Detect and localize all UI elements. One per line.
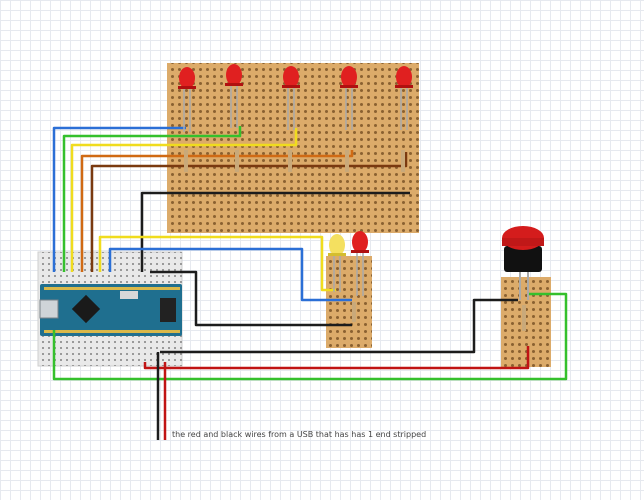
led-red-3 bbox=[282, 66, 300, 130]
button-stripboard bbox=[501, 277, 551, 367]
arduino-nano bbox=[39, 284, 182, 336]
small-leds bbox=[328, 231, 369, 322]
wire-blue-led bbox=[108, 247, 352, 302]
wire-orange bbox=[80, 150, 354, 272]
small-led-stripboard bbox=[326, 256, 372, 348]
wire-black-small bbox=[150, 270, 352, 327]
wire-red-power bbox=[143, 346, 530, 370]
led-yellow-small bbox=[328, 234, 346, 292]
wire-brown bbox=[90, 152, 408, 272]
led-red-4 bbox=[340, 66, 358, 130]
wire-yellow-top bbox=[70, 128, 298, 272]
led-red-2 bbox=[225, 64, 243, 128]
led-red-5 bbox=[395, 66, 413, 130]
wire-black-ground bbox=[140, 191, 410, 272]
wire-green-bottom bbox=[52, 292, 568, 381]
annotation-text: the red and black wires from a USB that … bbox=[172, 430, 427, 439]
wires bbox=[52, 126, 568, 440]
led-red-small bbox=[351, 231, 369, 296]
main-stripboard bbox=[167, 63, 419, 233]
main-leds bbox=[178, 64, 413, 132]
push-button bbox=[502, 226, 544, 331]
wire-green-top bbox=[62, 126, 242, 272]
main-resistors bbox=[184, 150, 405, 172]
wire-black-button bbox=[160, 298, 518, 354]
wire-yellow-led bbox=[98, 235, 336, 292]
wire-blue-top bbox=[52, 126, 186, 272]
led-red-1 bbox=[178, 67, 196, 132]
